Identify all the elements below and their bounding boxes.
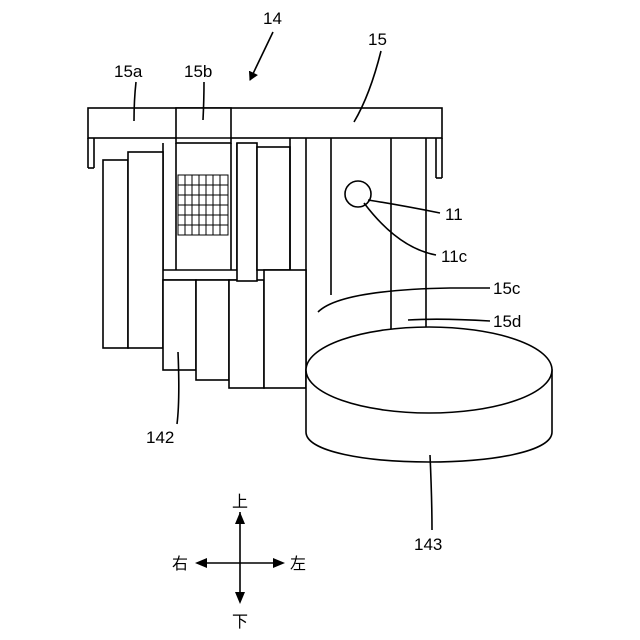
label-142: 142 — [146, 428, 174, 447]
arrow-down-icon — [235, 592, 245, 604]
assembly-arrow-14 — [250, 32, 273, 80]
label-11: 11 — [445, 205, 463, 224]
arrow-up-icon — [235, 512, 245, 524]
direction-indicator: 上 下 右 左 — [172, 492, 306, 631]
arrow-left-icon — [195, 558, 207, 568]
direction-up-label: 上 — [232, 492, 248, 511]
direction-right-label: 右 — [172, 554, 188, 573]
label-14: 14 — [263, 9, 282, 28]
cylinder-143 — [306, 327, 552, 462]
coil-grid — [178, 175, 228, 235]
label-143: 143 — [414, 535, 442, 554]
left-stacked-plates — [103, 152, 163, 348]
hole-11 — [345, 181, 371, 207]
direction-down-label: 下 — [232, 612, 248, 631]
label-15a: 15a — [114, 62, 143, 81]
label-15c: 15c — [493, 279, 521, 298]
label-15d: 15d — [493, 312, 521, 331]
label-11c: 11c — [441, 247, 468, 266]
direction-left-label: 左 — [290, 554, 306, 573]
arrow-right-icon — [273, 558, 285, 568]
label-15: 15 — [368, 30, 387, 49]
label-15b: 15b — [184, 62, 212, 81]
